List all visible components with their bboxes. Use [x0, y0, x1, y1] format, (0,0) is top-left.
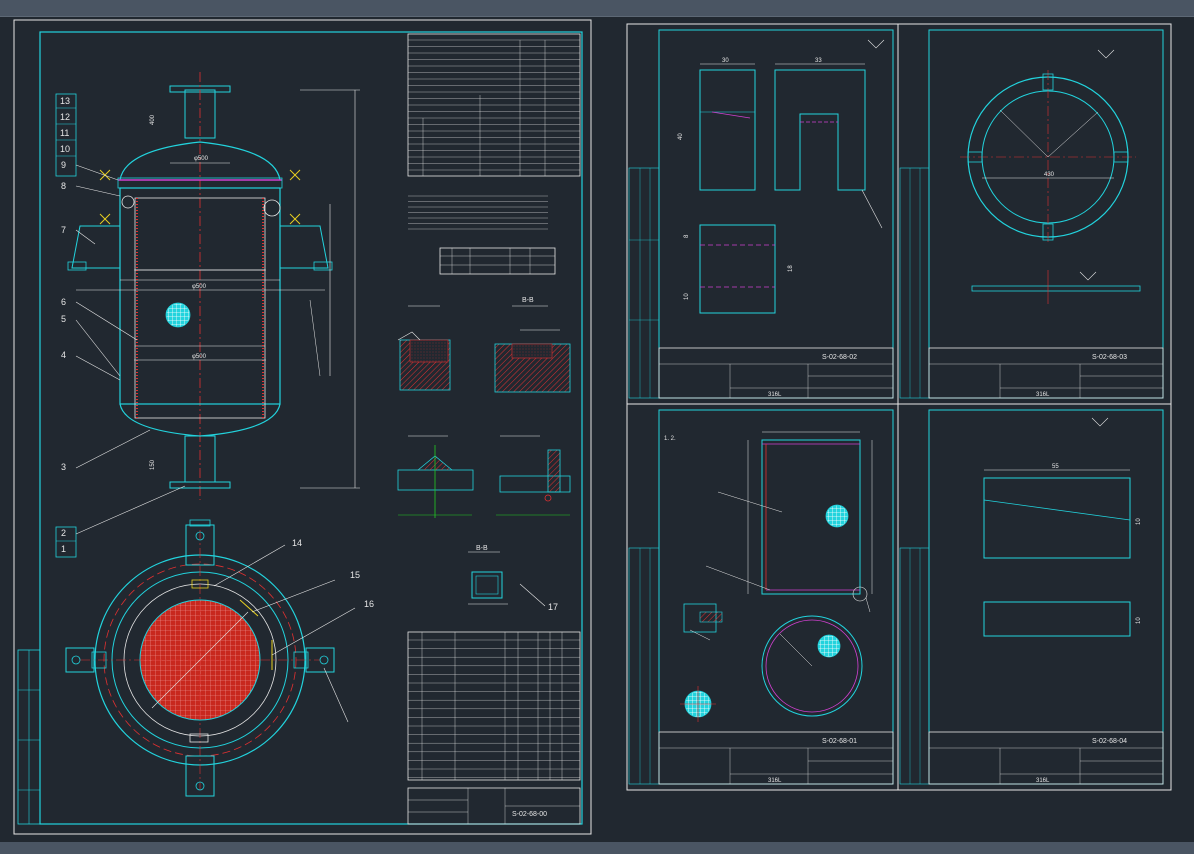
- binding-strip-03: [899, 167, 930, 399]
- technical-data-table: [407, 33, 581, 177]
- dim-top-width: φ500: [194, 156, 209, 162]
- material-04: 316L: [1036, 778, 1050, 784]
- binding-strip-01: [628, 547, 660, 785]
- sheet-assembly[interactable]: 13 12 11 10 9 8 7 6 5 4 3 2 1: [13, 19, 592, 835]
- dim-s02-width-2: 33: [815, 58, 822, 64]
- part-num-2: 2: [61, 528, 66, 538]
- part-num-10: 10: [60, 144, 70, 154]
- section-label-b-b-2: B-B: [476, 545, 488, 552]
- drawing-number-02: S-02-68-02: [822, 354, 857, 361]
- drawing-canvas[interactable]: 13 12 11 10 9 8 7 6 5 4 3 2 1: [0, 16, 1194, 842]
- dim-top-nozzle: 400: [150, 114, 156, 125]
- part-num-12: 12: [60, 112, 70, 122]
- part-num-16: 16: [364, 599, 374, 609]
- vessel-top-view: 14 15 16: [65, 519, 374, 797]
- part-num-17: 17: [548, 602, 558, 612]
- dim-s02-height: 40: [678, 133, 684, 140]
- part-num-7: 7: [61, 225, 66, 235]
- title-bar: [0, 0, 1194, 17]
- nozzle-table: [439, 247, 556, 275]
- dim-s04-thickness: 10: [1136, 617, 1142, 624]
- title-block-assembly: S-02-68-00: [407, 787, 581, 825]
- sheet-part-03[interactable]: 430 S-02-68-03 316L: [899, 29, 1164, 399]
- vessel-front-view: 400 150 φ500 φ500 φ500: [67, 72, 360, 535]
- dim-s02-side-a: 8: [684, 234, 690, 238]
- dim-s02-side-b: 18: [788, 265, 794, 272]
- weld-detail-1: [397, 435, 474, 518]
- part-num-13: 13: [60, 96, 70, 106]
- weld-detail-2: [496, 435, 571, 516]
- detail-section-b-b-1: B-B: [494, 297, 571, 393]
- part-num-9: 9: [61, 160, 66, 170]
- binding-strip: [17, 649, 41, 825]
- part-num-1: 1: [61, 544, 66, 554]
- part-number-column: 13 12 11 10 9 8 7 6 5 4 3 2 1: [55, 93, 77, 558]
- parts-list-table: [407, 631, 581, 781]
- dim-low-width: φ500: [192, 354, 207, 360]
- drawing-number-01: S-02-68-01: [822, 738, 857, 745]
- section-label-b-b-1: B-B: [522, 297, 534, 304]
- dim-s04-length: 55: [1052, 464, 1059, 470]
- part-num-3: 3: [61, 462, 66, 472]
- drawing-number-04: S-02-68-04: [1092, 738, 1127, 745]
- dim-s04-height: 10: [1136, 518, 1142, 525]
- material-01: 316L: [768, 778, 782, 784]
- notes-s01: 1. 2.: [664, 436, 676, 442]
- dim-s02-width-1: 30: [722, 58, 729, 64]
- sheet-parts[interactable]: 30 33 40 8 18 10 S-02-68-02 316L: [626, 23, 1172, 791]
- part-num-5: 5: [61, 314, 66, 324]
- sheet-part-01[interactable]: 1. 2.: [628, 409, 894, 785]
- binding-strip-02: [628, 167, 660, 399]
- part-num-14: 14: [292, 538, 302, 548]
- detail-section-b-b-2: B-B 17: [468, 545, 558, 612]
- material-02: 316L: [768, 392, 782, 398]
- binding-strip-04: [899, 547, 930, 785]
- part-num-8: 8: [61, 181, 66, 191]
- sheet-part-02[interactable]: 30 33 40 8 18 10 S-02-68-02 316L: [628, 29, 894, 399]
- part-num-15: 15: [350, 570, 360, 580]
- material-03: 316L: [1036, 392, 1050, 398]
- dim-bottom-nozzle: 150: [150, 459, 156, 470]
- sheet-part-04[interactable]: 55 10 10 S-02-68-04 316L: [899, 409, 1164, 785]
- part-num-11: 11: [60, 128, 69, 138]
- part-num-4: 4: [61, 350, 66, 360]
- dim-s02-side-c: 10: [684, 293, 690, 300]
- technical-notes: [408, 195, 548, 230]
- drawing-number-assembly: S-02-68-00: [512, 811, 547, 818]
- part-num-6: 6: [61, 297, 66, 307]
- drawing-viewport[interactable]: 13 12 11 10 9 8 7 6 5 4 3 2 1: [0, 16, 1194, 842]
- detail-view-1: [397, 305, 451, 391]
- dim-s03-diameter: 430: [1044, 172, 1055, 178]
- status-bar: [0, 842, 1194, 854]
- drawing-number-03: S-02-68-03: [1092, 354, 1127, 361]
- dim-mid-width: φ500: [192, 284, 207, 290]
